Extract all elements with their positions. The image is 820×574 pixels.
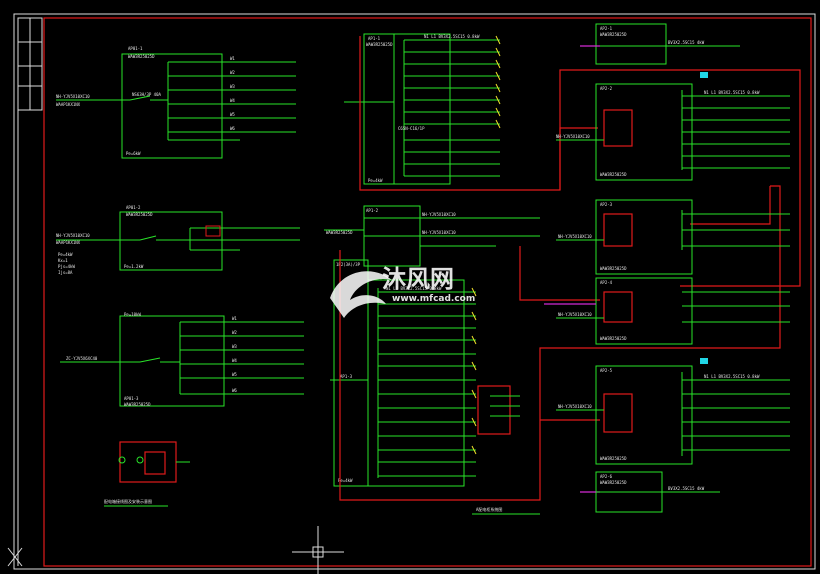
svg-text:WAW3R25025D: WAW3R25025D xyxy=(600,456,627,461)
panel-center-top: AP1-1 WAW3R25025D Pe=4kW N1 L1 BV3X2.5SC… xyxy=(344,33,501,185)
svg-text:WAW3R25025D: WAW3R25025D xyxy=(600,336,627,341)
svg-text:AP2-1: AP2-1 xyxy=(600,26,613,31)
panel-left-3-c6: W6 xyxy=(232,388,237,393)
panel-left-1-c4: W4 xyxy=(230,98,235,103)
panel-left-3-c5: W5 xyxy=(232,372,237,377)
center-top-circuit-lines xyxy=(404,39,500,177)
red-interconnects xyxy=(339,36,801,501)
watermark-url: www.mfcad.com xyxy=(392,294,475,304)
svg-text:AP2-6: AP2-6 xyxy=(600,474,613,479)
panel-left-3-name: AP01-3 xyxy=(124,396,139,401)
panel-left-3-c3: W3 xyxy=(232,344,237,349)
inner-frame xyxy=(43,17,812,567)
svg-text:WAW3R25025D: WAW3R25025D xyxy=(600,480,627,485)
panel-right-5: AP2-5 NH-YJV5X10XC10 WAW3R25025D N1 L1 B… xyxy=(556,358,790,465)
center-bottom-tag: 1P2(3A)/3P xyxy=(336,262,361,267)
svg-text:NH-YJV5X10XC10: NH-YJV5X10XC10 xyxy=(558,404,592,409)
svg-text:AP2-5: AP2-5 xyxy=(600,368,613,373)
svg-text:WAW3R25025D: WAW3R25025D xyxy=(600,32,627,37)
svg-text:NH-YJV5X10XC10: NH-YJV5X10XC10 xyxy=(558,234,592,239)
center-bottom-circuit-lines xyxy=(378,291,476,477)
center-top-circuit-label: N1 L1 BV3X2.5SC15 0.8kW xyxy=(424,34,480,39)
panel-left-2-name: AP01-2 xyxy=(126,205,141,210)
panel-left-3-c1: W1 xyxy=(232,316,237,321)
panel-left-1-feeder: NH-YJV5X10XC10 xyxy=(56,94,90,99)
panel-left-1-spec: WAW3R25025D xyxy=(128,54,155,59)
panel-right-2: AP2-2 NH-YJV5X10XC10 WAW3R25025D N1 L1 B… xyxy=(556,72,790,181)
panel-left-2-note-2: Kx=1 xyxy=(58,258,68,263)
center-mid-feeder: NH-YJV5X10XC10 xyxy=(422,212,456,217)
panel-left-2-note-4: Ijs=8A xyxy=(58,270,73,275)
watermark-brand: 沐风网 xyxy=(382,265,454,293)
panel-left-1-c5: W5 xyxy=(230,112,235,117)
panel-left-3-spec: WAW3R25025D xyxy=(124,402,151,407)
svg-text:NH-YJV5X10XC10: NH-YJV5X10XC10 xyxy=(556,134,590,139)
panel-right-1: AP2-1 WAW3R25025D BV3X2.5SC15 4kW xyxy=(580,23,740,65)
outer-frame xyxy=(13,13,816,570)
panel-left-2-feeder-sub: WAAP1KX1NX xyxy=(56,240,81,245)
panel-left-2: AP01-2 WAW3R25025D NH-YJV5X10XC10 WAAP1K… xyxy=(56,205,300,275)
svg-text:BV3X2.5SC15 4kW: BV3X2.5SC15 4kW xyxy=(668,486,705,491)
watermark: 沐风网 www.mfcad.com xyxy=(330,265,475,318)
center-mid-feeder-2: NH-YJV5X10XC10 xyxy=(422,230,456,235)
lower-center-title: A配电柜系统图 xyxy=(472,506,540,515)
center-top-name: AP1-1 xyxy=(368,36,381,41)
panel-left-2-spec: WAW3R25025D xyxy=(126,212,153,217)
panel-right-4: AP2-4 NH-YJV5X10XC10 WAW3R25025D xyxy=(556,277,790,345)
center-top-load-marks xyxy=(495,35,501,129)
panel-left-1-feeder-sub: WAAP1KX1NX xyxy=(56,102,81,107)
center-mid-spec: WAW3R25025D xyxy=(326,230,353,235)
svg-text:AP2-2: AP2-2 xyxy=(600,86,613,91)
svg-text:N1 L1 BV3X2.5SC15 0.8kW: N1 L1 BV3X2.5SC15 0.8kW xyxy=(704,374,760,379)
panel-left-1-c2: W2 xyxy=(230,70,235,75)
panel-left-1-breaker: NS63H/3P 40A xyxy=(132,92,161,97)
panel-center-bottom: 1P2(3A)/3P Pe=4kW N1 L1 BV3X2.5SC15 0.8k… xyxy=(330,259,477,487)
switch-detail xyxy=(477,385,520,435)
svg-text:NH-YJV5X10XC10: NH-YJV5X10XC10 xyxy=(558,312,592,317)
panel-center-mid: AP1-2 NH-YJV5X10XC10 NH-YJV5X10XC10 WAW3… xyxy=(324,205,540,267)
center-bottom-name: AP1-3 xyxy=(340,374,353,379)
panel-left-2-feeder: NH-YJV5X10XC10 xyxy=(56,233,90,238)
svg-text:AP2-3: AP2-3 xyxy=(600,202,613,207)
svg-text:WAW3R25025D: WAW3R25025D xyxy=(600,172,627,177)
panel-left-1-circuits xyxy=(168,61,296,141)
center-top-spec: WAW3R25025D xyxy=(366,42,393,47)
lower-left-title: 配电箱接线图及安装示意图 xyxy=(104,498,152,504)
panel-left-2-note-1: Pe=4kW xyxy=(58,252,73,257)
panel-left-3-feeder: ZC-YJV5X6XC40 xyxy=(66,356,98,361)
panel-left-2-pe: Pe=1.2kW xyxy=(124,264,144,269)
center-top-breaker: C65N-C16/1P xyxy=(398,126,425,131)
svg-text:BV3X2.5SC15 4kW: BV3X2.5SC15 4kW xyxy=(668,40,705,45)
watermark-logo xyxy=(330,271,392,318)
panel-left-2-note-3: Pjs=4kW xyxy=(58,264,75,269)
center-mid-name: AP1-2 xyxy=(366,208,379,213)
panel-left-1-name: AP01-1 xyxy=(128,46,143,51)
panel-left-1-c1: W1 xyxy=(230,56,235,61)
panel-left-1-c3: W3 xyxy=(230,84,235,89)
panel-left-3: Pe=10kW AP01-3 WAW3R25025D ZC-YJV5X6XC40… xyxy=(60,312,304,407)
panel-left-1-c6: W6 xyxy=(230,126,235,131)
title-strip xyxy=(17,17,43,111)
center-top-pe: Pe=4kW xyxy=(368,178,383,183)
panel-left-1-pe: Pe=6kW xyxy=(126,151,141,156)
panel-left-3-c4: W4 xyxy=(232,358,237,363)
center-bottom-load-marks xyxy=(471,287,477,455)
svg-text:A配电柜系统图: A配电柜系统图 xyxy=(476,506,502,512)
panel-left-3-pe: Pe=10kW xyxy=(124,312,141,317)
center-bottom-pe: Pe=4kW xyxy=(338,478,353,483)
panel-right-3: AP2-3 NH-YJV5X10XC10 WAW3R25025D xyxy=(556,199,790,275)
center-bottom-circuit-label: N1 L1 BV3X2.5SC15 0.8kW xyxy=(386,286,442,291)
panel-left-3-c2: W2 xyxy=(232,330,237,335)
svg-text:N1 L1 BV3X2.5SC15 0.8kW: N1 L1 BV3X2.5SC15 0.8kW xyxy=(704,90,760,95)
panel-right-6: AP2-6 WAW3R25025D BV3X2.5SC15 4kW xyxy=(580,471,720,513)
svg-text:AP2-4: AP2-4 xyxy=(600,280,613,285)
installation-detail: 配电箱接线图及安装示意图 xyxy=(104,441,190,507)
svg-text:WAW3R25025D: WAW3R25025D xyxy=(600,266,627,271)
ucs-crosshair xyxy=(292,526,344,574)
panel-left-1: AP01-1 WAW3R25025D NH-YJV5X10XC10 WAAP1K… xyxy=(56,46,296,159)
